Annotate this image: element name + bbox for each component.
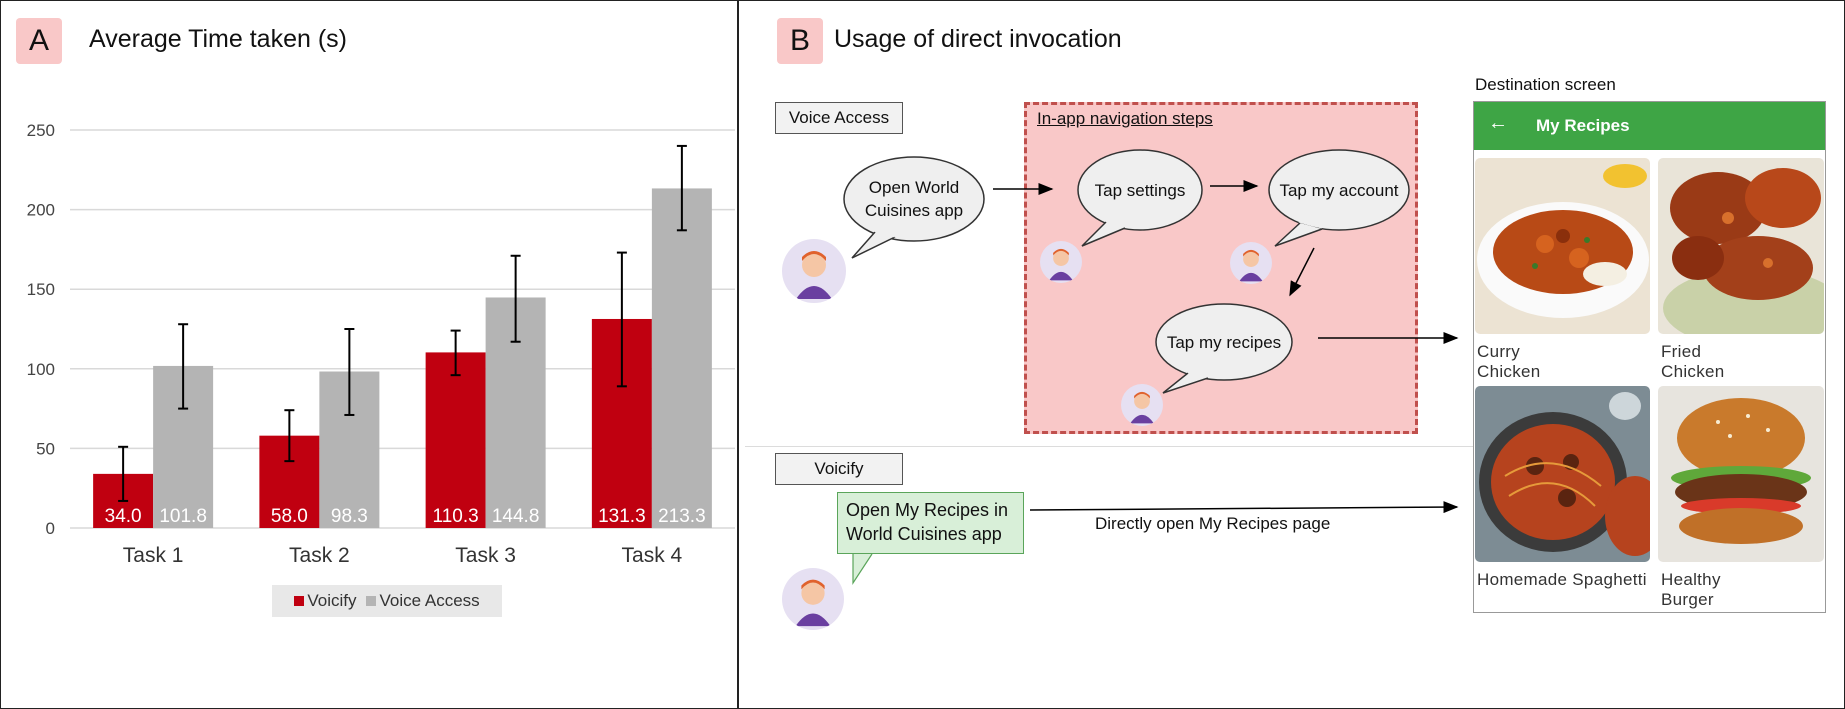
x-category-label: Task 4	[622, 544, 683, 567]
bubble-account-text: Tap my account	[1279, 181, 1399, 200]
user-avatar-icon	[782, 239, 846, 303]
recipe-name: Fried Chicken	[1661, 342, 1725, 381]
data-label: 144.8	[492, 506, 540, 527]
y-tick-label: 100	[27, 360, 55, 379]
destination-phone-screen: ← My Recipes Curry Chicken Fried Chicken…	[1473, 101, 1826, 613]
data-label: 98.3	[331, 506, 368, 527]
legend-label-voice-access: Voice Access	[379, 591, 480, 610]
phone-header: ← My Recipes	[1474, 102, 1825, 150]
destination-label: Destination screen	[1475, 75, 1616, 94]
panel-divider	[737, 0, 739, 709]
panel-a-title: Average Time taken (s)	[89, 25, 347, 53]
x-category-label: Task 2	[289, 544, 350, 567]
y-tick-label: 50	[36, 439, 55, 458]
user-avatar-icon	[1230, 242, 1272, 284]
data-label: 58.0	[271, 506, 308, 527]
back-arrow-icon[interactable]: ←	[1488, 112, 1508, 134]
legend-item-voice-access: Voice Access	[366, 591, 480, 611]
chart-legend: Voicify Voice Access	[272, 585, 502, 617]
spaghetti-image	[1475, 386, 1650, 562]
legend-label-voicify: Voicify	[307, 591, 357, 610]
user-avatar-icon	[1040, 241, 1082, 283]
data-label: 110.3	[433, 506, 479, 527]
fried-chicken-image	[1658, 158, 1824, 334]
bubble-settings-text: Tap settings	[1094, 181, 1186, 200]
data-label: 101.8	[159, 506, 207, 527]
x-category-label: Task 1	[123, 544, 184, 567]
data-label: 213.3	[658, 506, 706, 527]
y-tick-label: 250	[27, 121, 55, 140]
voice-access-tag: Voice Access	[775, 102, 903, 134]
section-separator	[745, 446, 1473, 447]
arrow-account-to-recipes	[1289, 247, 1315, 297]
data-label: 131.3	[598, 506, 646, 527]
curry-chicken-image	[1475, 158, 1650, 334]
panel-a-letter: A	[16, 18, 62, 64]
y-tick-label: 0	[46, 519, 55, 538]
bubble-tap-settings	[1077, 149, 1203, 247]
bubble-open-app	[843, 156, 985, 259]
burger-image	[1658, 386, 1824, 562]
x-category-label: Task 3	[455, 544, 516, 567]
bubble-tap-recipes	[1155, 303, 1293, 394]
user-avatar-icon	[782, 568, 844, 630]
voicify-tag: Voicify	[775, 453, 903, 485]
recipe-name: Homemade Spaghetti	[1477, 570, 1647, 589]
user-avatar-icon	[1121, 384, 1163, 426]
panel-b-letter: B	[777, 18, 823, 64]
legend-swatch-voicify	[294, 596, 305, 606]
arrow-direct-open	[1029, 501, 1459, 514]
recipe-name: Curry Chicken	[1477, 342, 1541, 381]
phone-header-title: My Recipes	[1536, 116, 1630, 135]
legend-item-voicify: Voicify	[294, 591, 356, 611]
bar-voicify	[425, 352, 486, 528]
recipe-name: Healthy Burger	[1661, 570, 1721, 609]
green-box-pointer	[852, 553, 873, 586]
data-label: 34.0	[105, 506, 142, 527]
y-tick-label: 200	[27, 201, 55, 220]
bubble-tap-account	[1268, 149, 1410, 247]
y-tick-label: 150	[27, 280, 55, 299]
bubble-recipes-text: Tap my recipes	[1166, 333, 1282, 352]
bar-voice-access	[651, 188, 712, 529]
panel-b-title: Usage of direct invocation	[834, 25, 1122, 53]
direct-open-text: Directly open My Recipes page	[1095, 514, 1331, 533]
legend-swatch-voice-access	[366, 596, 377, 606]
voicify-command-box: Open My Recipes in World Cuisines app	[837, 492, 1024, 554]
steps-title: In-app navigation steps	[1037, 109, 1213, 128]
bubble-open-app-text: Open World Cuisines app	[864, 178, 964, 220]
